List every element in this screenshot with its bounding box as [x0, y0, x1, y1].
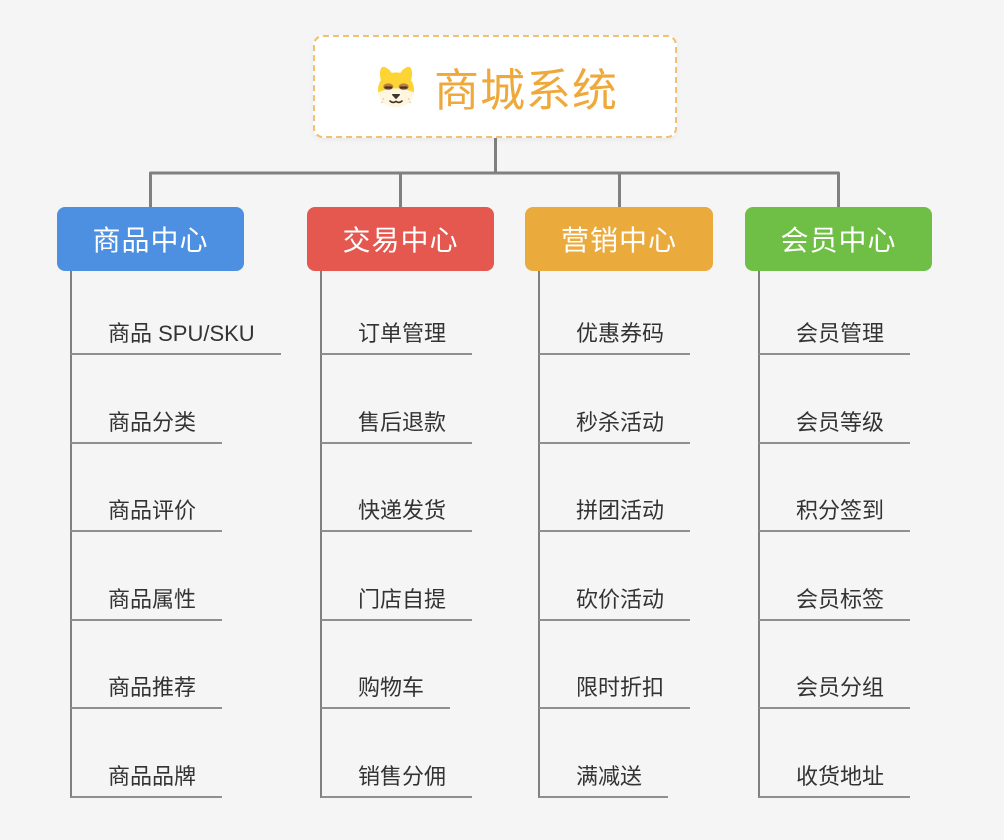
dog-face-icon [377, 66, 414, 107]
root-node-title: 商城系统 [433, 65, 618, 116]
connector-group [149, 138, 840, 208]
branch-node-member-center[interactable]: 会员中心 [745, 207, 932, 271]
leaf-node[interactable]: 商品 SPU/SKU [71, 321, 281, 355]
branch-trunk-line-trade [320, 271, 322, 798]
leaf-node[interactable]: 会员标签 [759, 587, 911, 621]
leaf-node[interactable]: 销售分佣 [321, 764, 473, 798]
root-node[interactable]: 商城系统 [313, 35, 677, 138]
branch-node-marketing-center[interactable]: 营销中心 [525, 207, 713, 271]
leaf-node[interactable]: 门店自提 [321, 587, 473, 621]
leaf-node[interactable]: 满减送 [539, 764, 669, 798]
branch-node-product-center[interactable]: 商品中心 [57, 207, 244, 271]
branch-node-trade-center[interactable]: 交易中心 [307, 207, 494, 271]
leaf-node[interactable]: 会员管理 [759, 321, 911, 355]
leaf-node[interactable]: 商品属性 [71, 587, 223, 621]
branch-label: 交易中心 [342, 225, 459, 256]
leaf-node[interactable]: 拼团活动 [539, 498, 691, 532]
leaf-node[interactable]: 商品品牌 [71, 764, 223, 798]
leaf-node[interactable]: 会员等级 [759, 410, 911, 444]
branch-trunk-line-product [70, 271, 72, 798]
leaf-node[interactable]: 积分签到 [759, 498, 911, 532]
leaf-node[interactable]: 订单管理 [321, 321, 473, 355]
leaf-node[interactable]: 商品评价 [71, 498, 223, 532]
branch-label: 会员中心 [780, 225, 897, 256]
leaf-node[interactable]: 快递发货 [321, 498, 473, 532]
leaf-node[interactable]: 优惠券码 [539, 321, 691, 355]
leaf-node[interactable]: 收货地址 [759, 764, 911, 798]
branch-trunk-line-marketing [538, 271, 540, 798]
leaf-node[interactable]: 限时折扣 [539, 675, 691, 709]
branch-label: 营销中心 [560, 225, 677, 256]
branch-items-product-center: 商品 SPU/SKU 商品分类 商品评价 商品属性 商品推荐 商品品牌 [71, 271, 311, 798]
branch-items-member-center: 会员管理 会员等级 积分签到 会员标签 会员分组 收货地址 [759, 271, 999, 798]
leaf-node[interactable]: 会员分组 [759, 675, 911, 709]
leaf-node[interactable]: 售后退款 [321, 410, 473, 444]
branch-label: 商品中心 [92, 225, 209, 256]
branch-trunk-line-member [758, 271, 760, 798]
leaf-node[interactable]: 商品推荐 [71, 675, 223, 709]
leaf-node[interactable]: 商品分类 [71, 410, 223, 444]
branch-items-trade-center: 订单管理 售后退款 快递发货 门店自提 购物车 销售分佣 [321, 271, 561, 798]
branch-items-marketing-center: 优惠券码 秒杀活动 拼团活动 砍价活动 限时折扣 满减送 [539, 271, 779, 798]
leaf-node[interactable]: 购物车 [321, 675, 451, 709]
leaf-node[interactable]: 砍价活动 [539, 587, 691, 621]
leaf-node[interactable]: 秒杀活动 [539, 410, 691, 444]
branch-rail-line [149, 171, 840, 208]
